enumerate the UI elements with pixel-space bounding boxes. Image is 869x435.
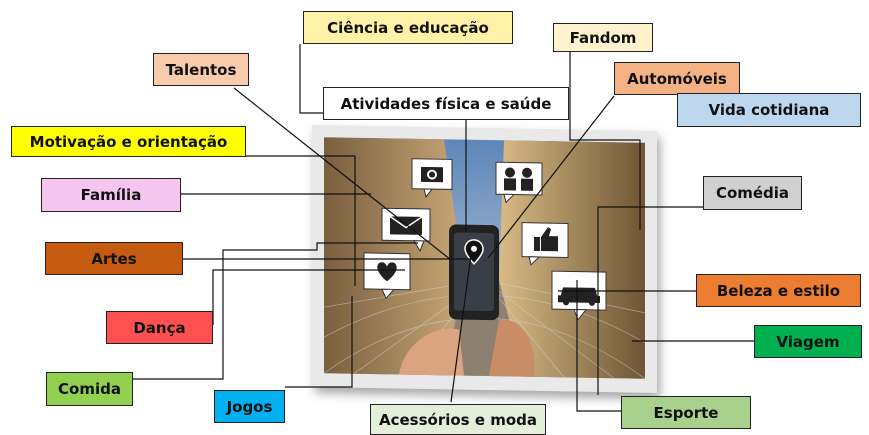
label-fandom: Fandom: [553, 23, 653, 52]
label-talentos: Talentos: [153, 53, 249, 86]
label-ciencia-e-educacao: Ciência e educação: [303, 11, 513, 44]
label-atividades-fisica-e-saude: Atividades física e saúde: [323, 87, 569, 120]
label-jogos: Jogos: [214, 390, 285, 423]
line-ciencia: [299, 44, 323, 114]
label-esporte: Esporte: [621, 396, 751, 429]
label-motivacao-e-orientacao: Motivação e orientação: [11, 126, 246, 157]
label-comida: Comida: [46, 372, 133, 406]
label-familia: Família: [41, 178, 181, 212]
label-artes: Artes: [45, 242, 183, 275]
label-beleza-e-estilo: Beleza e estilo: [696, 274, 861, 307]
label-danca: Dança: [106, 311, 213, 344]
label-viagem: Viagem: [754, 325, 862, 358]
label-comedia: Comédia: [703, 176, 802, 210]
label-acessorios-e-moda: Acessórios e moda: [370, 404, 546, 435]
photo-scene: [324, 137, 645, 379]
city-street-photo: [324, 137, 645, 379]
photo-frame: [312, 124, 657, 394]
label-automoveis: Automóveis: [614, 62, 740, 95]
label-vida-cotidiana: Vida cotidiana: [677, 93, 861, 127]
